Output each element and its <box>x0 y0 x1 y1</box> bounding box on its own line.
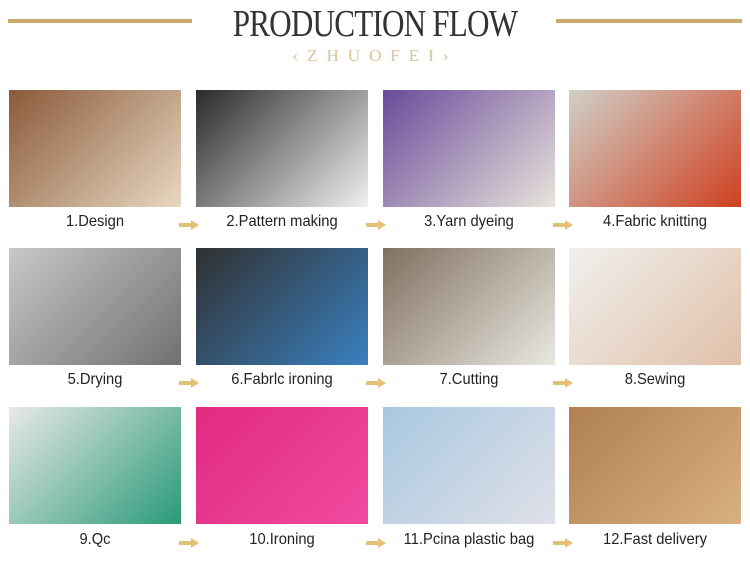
arrow-right-icon <box>179 538 199 548</box>
arrow-right-icon <box>366 378 386 388</box>
step-label: 4.Fabric knitting <box>603 213 707 230</box>
step-label: 8.Sewing <box>624 371 686 388</box>
step-label: 7.Cutting <box>439 371 499 388</box>
step-photo <box>9 407 181 524</box>
brand-subtitle: ‹ZHUOFEI› <box>292 46 458 65</box>
arrow-right-icon <box>553 220 573 230</box>
step-label: 6.Fabrlc ironing <box>231 371 333 388</box>
step-label: 10.Ironing <box>249 531 315 548</box>
step-photo <box>569 248 741 365</box>
step-label: 9.Qc <box>79 531 111 548</box>
step-label: 5.Drying <box>67 371 123 388</box>
step-photo <box>9 248 181 365</box>
step-photo <box>569 90 741 207</box>
arrow-right-icon <box>553 538 573 548</box>
step-photo <box>383 407 555 524</box>
arrow-right-icon <box>179 220 199 230</box>
step-photo <box>9 90 181 207</box>
step-label: 11.Pcina plastic bag <box>403 531 535 548</box>
step-label: 1.Design <box>65 213 125 230</box>
step-photo <box>569 407 741 524</box>
step-photo <box>196 248 368 365</box>
page-title: PRODUCTION FLOW <box>232 3 518 45</box>
decorative-line-right <box>556 19 742 23</box>
step-label: 2.Pattern making <box>226 213 338 230</box>
step-photo <box>383 248 555 365</box>
decorative-line-left <box>8 19 192 23</box>
arrow-right-icon <box>366 538 386 548</box>
arrow-right-icon <box>553 378 573 388</box>
step-photo <box>196 90 368 207</box>
step-photo <box>383 90 555 207</box>
step-label: 3.Yarn dyeing <box>424 213 514 230</box>
step-photo <box>196 407 368 524</box>
step-label: 12.Fast delivery <box>603 531 707 548</box>
arrow-right-icon <box>366 220 386 230</box>
arrow-right-icon <box>179 378 199 388</box>
